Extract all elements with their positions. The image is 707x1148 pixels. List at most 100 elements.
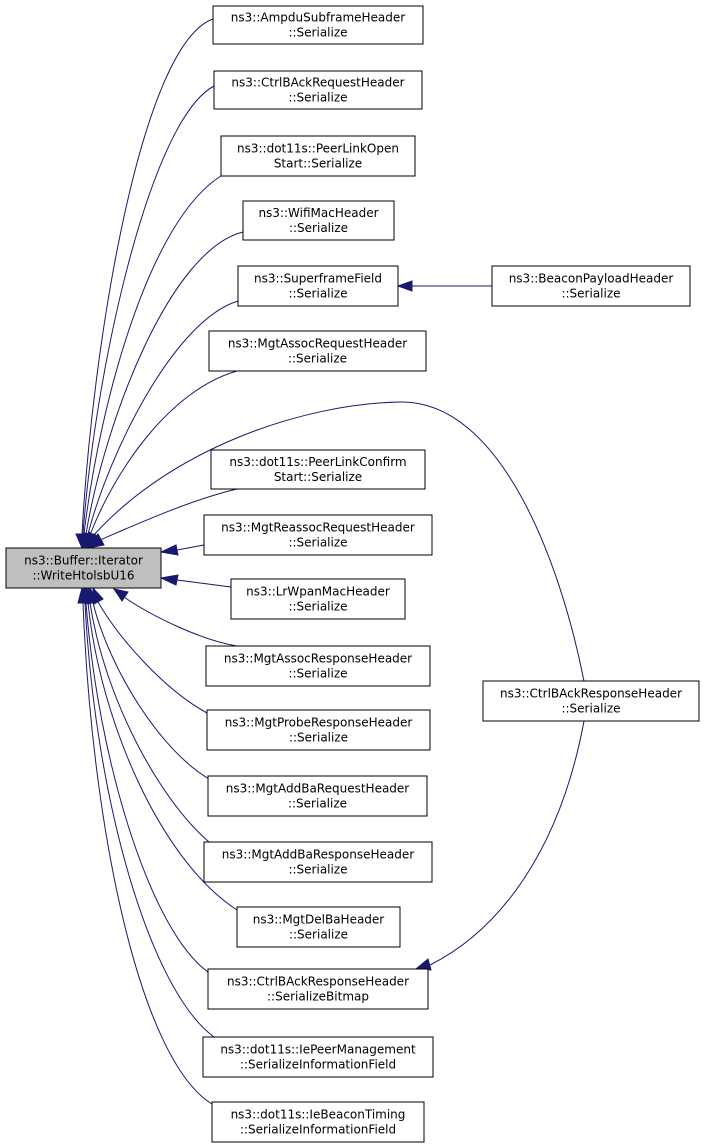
node-label-line-2: Start::Serialize — [274, 157, 362, 171]
node-peerlink-open[interactable]: ns3::dot11s::PeerLinkOpenStart::Serializ… — [220, 135, 416, 177]
arrowhead-icon — [396, 280, 413, 292]
edge-line — [92, 401, 585, 682]
node-label-line-2: ::Serialize — [288, 667, 347, 681]
node-mgt-addba-req[interactable]: ns3::MgtAddBaRequestHeader::Serialize — [207, 775, 428, 817]
node-ie-beacon-timing[interactable]: ns3::dot11s::IeBeaconTiming::SerializeIn… — [211, 1101, 425, 1143]
node-mgt-addba-resp[interactable]: ns3::MgtAddBaResponseHeader::Serialize — [203, 841, 433, 883]
node-box — [207, 775, 428, 817]
node-box — [210, 449, 426, 490]
node-root: ns3::Buffer::Iterator::WriteHtolsbU16 — [5, 547, 162, 589]
edge-line — [123, 596, 238, 647]
node-box — [202, 1036, 434, 1078]
edge-ie_peer_mgmt-to-root — [79, 586, 215, 1038]
node-mgt-probe-resp[interactable]: ns3::MgtProbeResponseHeader::Serialize — [206, 709, 431, 751]
node-label-line-2: ::Serialize — [288, 797, 347, 811]
edge-line — [87, 300, 239, 535]
edge-line — [176, 544, 205, 551]
node-box — [491, 265, 691, 307]
node-ctrlback-resp[interactable]: ns3::CtrlBAckResponseHeader::Serialize — [482, 680, 700, 722]
node-peerlink-confirm[interactable]: ns3::dot11s::PeerLinkConfirmStart::Seria… — [210, 449, 426, 490]
node-label-line-2: ::Serialize — [288, 352, 347, 366]
edge-line — [81, 18, 214, 535]
node-label-line-1: ns3::CtrlBAckResponseHeader — [227, 975, 409, 989]
node-ie-peer-mgmt[interactable]: ns3::dot11s::IePeerManagement::Serialize… — [202, 1036, 434, 1078]
node-label-line-1: ns3::Buffer::Iterator — [24, 554, 143, 568]
edge-mgt_addba_resp-to-root — [84, 586, 210, 843]
edge-mgt_reassoc_req-to-root — [159, 544, 205, 556]
node-label-line-2: ::Serialize — [561, 702, 620, 716]
arrowhead-icon — [414, 958, 432, 971]
node-box — [230, 578, 406, 620]
node-label-line-1: ns3::MgtAddBaResponseHeader — [222, 848, 414, 862]
node-label-line-1: ns3::CtrlBAckResponseHeader — [500, 687, 682, 701]
edge-line — [82, 85, 215, 535]
node-label-line-2: ::Serialize — [288, 26, 347, 40]
node-label-line-2: ::SerializeInformationField — [240, 1058, 396, 1072]
node-label-line-2: ::WriteHtolsbU16 — [32, 569, 134, 583]
edge-line — [97, 601, 208, 714]
node-label-line-1: ns3::dot11s::PeerLinkOpen — [237, 142, 399, 156]
edge-beacon_payload-to-superframe — [396, 280, 492, 292]
node-wifimac[interactable]: ns3::WifiMacHeader::Serialize — [242, 200, 395, 241]
node-box — [208, 330, 427, 372]
arrowhead-icon — [112, 588, 129, 602]
node-label-line-1: ns3::MgtAssocRequestHeader — [228, 337, 407, 351]
node-ampdu[interactable]: ns3::AmpduSubframeHeader::Serialize — [212, 5, 424, 45]
node-ctrlback-req[interactable]: ns3::CtrlBAckRequestHeader::Serialize — [213, 70, 423, 110]
node-mgt-reassoc-req[interactable]: ns3::MgtReassocRequestHeader::Serialize — [203, 514, 433, 556]
edge-ampdu-to-root — [75, 18, 214, 550]
node-mgt-assoc-req[interactable]: ns3::MgtAssocRequestHeader::Serialize — [208, 330, 427, 372]
edge-line — [87, 602, 238, 911]
node-label-line-1: ns3::dot11s::IeBeaconTiming — [231, 1108, 406, 1122]
edge-ctrlback_resp_bitmap-to-root — [80, 586, 209, 973]
edge-layer — [75, 18, 585, 1105]
node-superframe[interactable]: ns3::SuperframeField::Serialize — [237, 265, 399, 307]
node-box — [206, 709, 431, 751]
edge-line — [85, 602, 209, 973]
node-label-line-1: ns3::BeaconPayloadHeader — [509, 272, 674, 286]
edge-ctrlback_resp-to-ctrlback_resp_bitmap — [414, 720, 585, 971]
node-box — [237, 265, 399, 307]
node-mgt-delba[interactable]: ns3::MgtDelBaHeader::Serialize — [236, 906, 401, 948]
node-label-line-1: ns3::CtrlBAckRequestHeader — [231, 76, 404, 90]
node-box — [212, 5, 424, 45]
node-label-line-1: ns3::LrWpanMacHeader — [246, 585, 390, 599]
arrowhead-icon — [159, 574, 179, 586]
edge-peerlink_open-to-root — [77, 175, 222, 550]
node-box — [213, 70, 423, 110]
edge-line — [92, 602, 210, 780]
edge-line — [84, 602, 215, 1038]
node-box — [211, 1101, 425, 1143]
node-beacon-payload[interactable]: ns3::BeaconPayloadHeader::Serialize — [491, 265, 691, 307]
node-box — [203, 514, 433, 556]
arrowhead-icon — [159, 544, 179, 556]
edge-mgt_assoc_resp-to-root — [112, 588, 238, 647]
node-box — [5, 547, 162, 589]
node-label-line-1: ns3::dot11s::PeerLinkConfirm — [229, 455, 406, 469]
edge-line — [429, 720, 585, 966]
node-label-line-2: ::SerializeBitmap — [267, 990, 369, 1004]
arrowhead-icon — [77, 586, 89, 604]
node-label-line-2: ::Serialize — [561, 287, 620, 301]
node-label-line-1: ns3::MgtDelBaHeader — [253, 913, 385, 927]
node-label-line-2: ::Serialize — [289, 731, 348, 745]
node-label-line-2: ::Serialize — [289, 221, 348, 235]
node-box — [205, 645, 431, 687]
edge-line — [85, 231, 244, 535]
node-mgt-assoc-resp[interactable]: ns3::MgtAssocResponseHeader::Serialize — [205, 645, 431, 687]
edge-line — [89, 602, 210, 843]
node-label-line-2: ::Serialize — [288, 91, 347, 105]
edge-line — [176, 579, 232, 588]
node-label-line-1: ns3::AmpduSubframeHeader — [231, 11, 406, 25]
node-ctrlback-resp-bitmap[interactable]: ns3::CtrlBAckResponseHeader::SerializeBi… — [207, 968, 429, 1010]
node-box — [207, 968, 429, 1010]
node-label-line-1: ns3::MgtAddBaRequestHeader — [226, 782, 410, 796]
node-label-line-1: ns3::MgtProbeResponseHeader — [225, 716, 413, 730]
node-box — [220, 135, 416, 177]
node-label-line-2: ::Serialize — [288, 536, 347, 550]
edge-wifimac-to-root — [79, 231, 244, 550]
node-label-line-2: ::SerializeInformationField — [240, 1123, 396, 1137]
edge-line — [99, 488, 238, 541]
node-lrwpan[interactable]: ns3::LrWpanMacHeader::Serialize — [230, 578, 406, 620]
